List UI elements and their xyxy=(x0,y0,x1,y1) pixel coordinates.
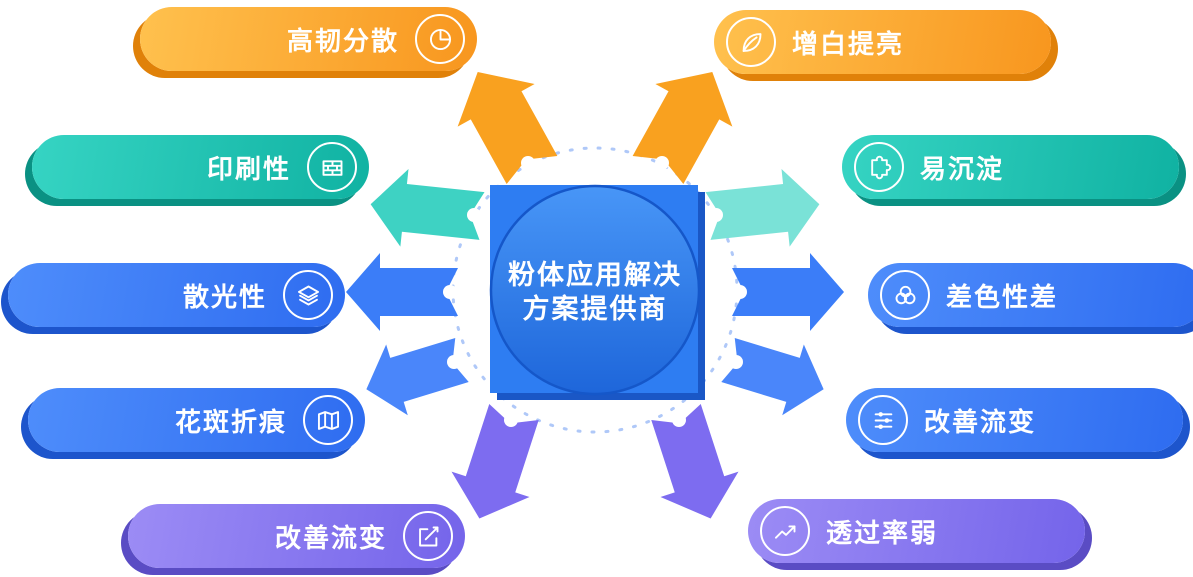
arrow-top-right xyxy=(632,72,733,185)
connector-dot xyxy=(467,208,481,222)
left-pill-2: 散光性 xyxy=(8,263,345,327)
center-title-line2: 方案提供商 xyxy=(523,293,668,324)
connector-dot xyxy=(672,413,686,427)
pill-label: 散光性 xyxy=(182,281,267,312)
left-pill-0: 高韧分散 xyxy=(140,7,477,71)
bricks-icon xyxy=(307,142,357,192)
right-pill-3: 改善流变 xyxy=(846,388,1183,452)
edit-pen-icon xyxy=(403,511,453,561)
pill-label: 高韧分散 xyxy=(286,25,399,56)
puzzle-icon xyxy=(854,142,904,192)
connector-dot xyxy=(733,285,747,299)
arrow-upper-left xyxy=(370,169,485,247)
right-pill-2: 差色性差 xyxy=(868,263,1193,327)
right-pill-4: 透过率弱 xyxy=(748,499,1085,563)
pill-label: 花斑折痕 xyxy=(174,406,287,437)
arrow-lower-left xyxy=(366,338,469,416)
connector-dot xyxy=(709,208,723,222)
connector-dot xyxy=(729,355,743,369)
arrow-upper-right xyxy=(705,169,820,247)
pill-label: 透过率弱 xyxy=(826,517,939,548)
trend-up-icon xyxy=(760,506,810,556)
left-pill-1: 印刷性 xyxy=(32,135,369,199)
connector-dot xyxy=(655,156,669,170)
arrow-mid-right xyxy=(732,253,844,331)
layers-icon xyxy=(283,270,333,320)
connector-dot xyxy=(521,156,535,170)
connector-dot xyxy=(443,285,457,299)
right-pill-1: 易沉淀 xyxy=(842,135,1179,199)
pill-label: 差色性差 xyxy=(946,281,1059,312)
center-title-line1: 粉体应用解决 xyxy=(508,259,682,290)
left-pill-4: 改善流变 xyxy=(128,504,465,568)
tune-icon xyxy=(858,395,908,445)
leaf-icon xyxy=(726,17,776,67)
overlap-circles-icon xyxy=(880,270,930,320)
pill-label: 印刷性 xyxy=(206,153,291,184)
left-pill-3: 花斑折痕 xyxy=(28,388,365,452)
arrow-mid-left xyxy=(346,253,458,331)
arrow-top-left xyxy=(457,72,558,185)
pill-label: 易沉淀 xyxy=(920,153,1005,184)
arrow-lower-right xyxy=(721,338,824,416)
pie-chart-icon xyxy=(415,14,465,64)
right-pill-0: 增白提亮 xyxy=(714,10,1051,74)
center-circle xyxy=(489,184,701,396)
arrow-bottom-right xyxy=(651,403,739,519)
pill-label: 改善流变 xyxy=(274,522,387,553)
pill-label: 改善流变 xyxy=(924,406,1037,437)
connector-dot xyxy=(504,413,518,427)
connector-dot xyxy=(447,355,461,369)
pill-label: 增白提亮 xyxy=(792,28,905,59)
map-icon xyxy=(303,395,353,445)
arrow-bottom-left xyxy=(451,403,539,519)
